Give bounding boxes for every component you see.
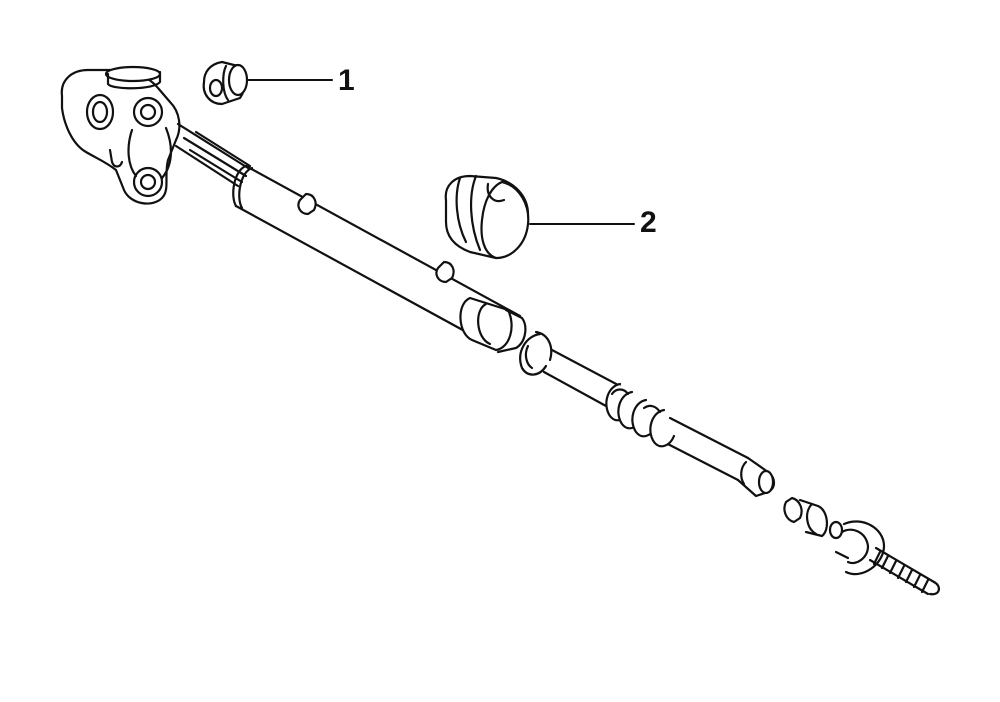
ring-seal-upper [520,332,551,375]
upper-shaft [176,124,250,186]
callout-number-1: 1 [338,64,355,97]
part-1-bushing [204,62,247,104]
lower-shaft [544,350,748,480]
pinch-bolt-assembly [784,498,939,594]
steering-column-assembly [62,67,939,594]
shaft-end [738,458,774,496]
ring-seal-lower [606,384,674,446]
column-tube [233,166,520,334]
tube-collar [460,298,525,352]
universal-joint [62,67,180,204]
part-2-sleeve [446,176,529,258]
callout-number-2: 2 [640,206,657,239]
